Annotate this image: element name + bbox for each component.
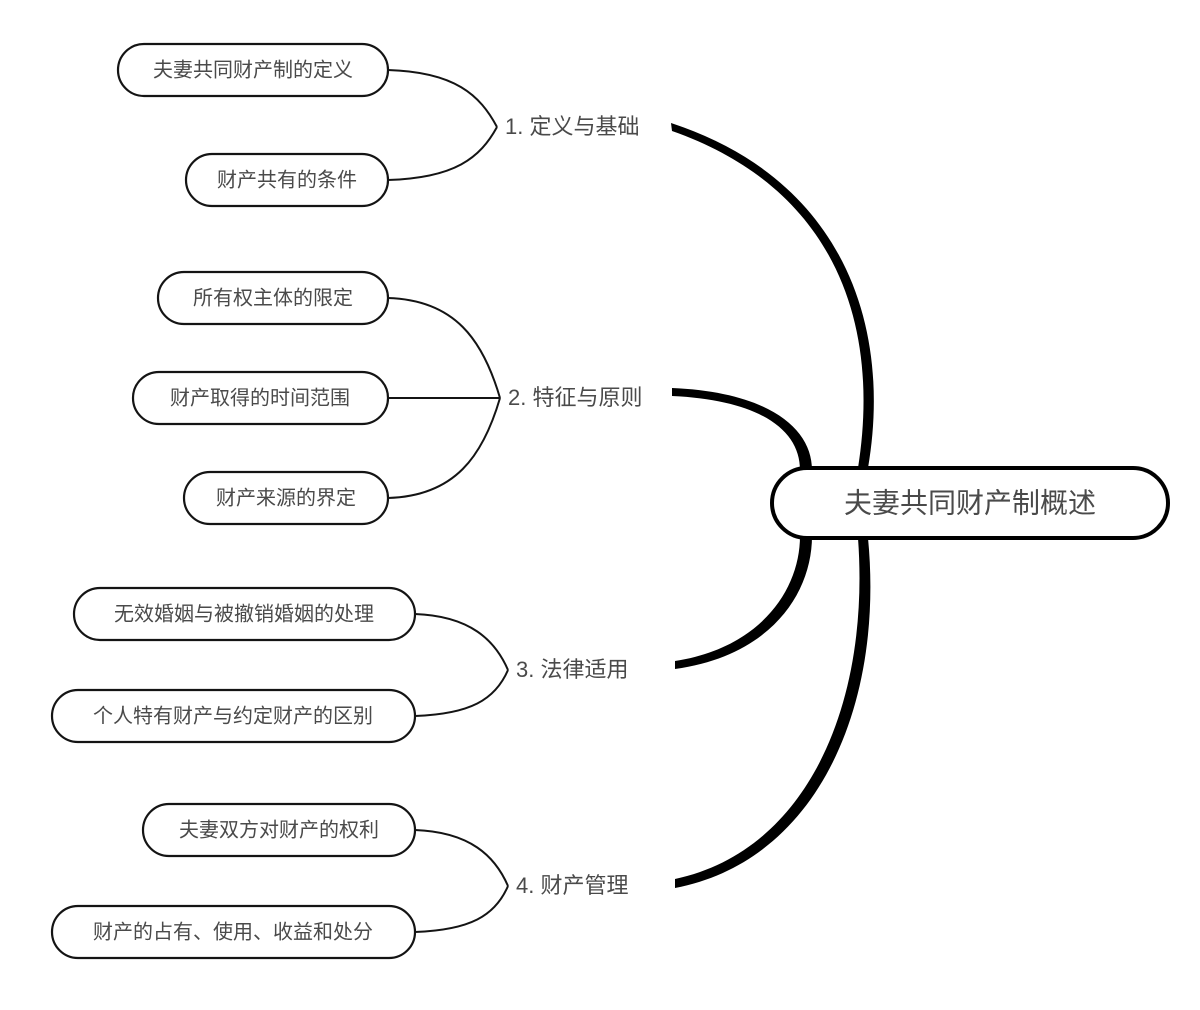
leaf-label: 夫妻共同财产制的定义	[153, 58, 353, 81]
leaf-label: 财产来源的界定	[216, 486, 356, 509]
leaf-box	[131, 370, 390, 426]
branch-labels: 1. 定义与基础 2. 特征与原则 3. 法律适用 4. 财产管理	[505, 114, 642, 898]
leaf-box	[50, 688, 417, 744]
leaf-node-3-2[interactable]: 个人特有财产与约定财产的区别	[50, 688, 417, 744]
leaf-node-3-1[interactable]: 无效婚姻与被撤销婚姻的处理	[72, 586, 417, 642]
central-node[interactable]: 夫妻共同财产制概述	[770, 466, 1170, 540]
main-branch-curve-3	[675, 536, 812, 669]
leaf-connector-3-2	[414, 669, 509, 717]
leaf-box	[50, 904, 417, 960]
main-branch-curves	[671, 123, 874, 888]
leaf-node-1-2[interactable]: 财产共有的条件	[184, 152, 390, 208]
leaf-label: 财产共有的条件	[217, 168, 357, 191]
branch-label-2[interactable]: 2. 特征与原则	[508, 385, 642, 410]
central-node-label: 夫妻共同财产制概述	[844, 487, 1096, 518]
leaf-box	[184, 152, 390, 208]
main-branch-curve-2	[672, 388, 812, 470]
leaf-node-2-3[interactable]: 财产来源的界定	[182, 470, 390, 526]
leaf-box	[156, 270, 390, 326]
branch-label-4[interactable]: 4. 财产管理	[516, 873, 628, 898]
leaf-label: 夫妻双方对财产的权利	[179, 818, 379, 841]
leaf-connector-1-2	[387, 126, 498, 181]
leaf-connector-1-1	[387, 69, 498, 128]
leaf-label: 个人特有财产与约定财产的区别	[93, 704, 373, 727]
leaf-label: 财产取得的时间范围	[170, 386, 350, 409]
leaf-node-4-1[interactable]: 夫妻双方对财产的权利	[141, 802, 417, 858]
leaf-node-2-2[interactable]: 财产取得的时间范围	[131, 370, 390, 426]
leaf-box	[182, 470, 390, 526]
leaf-label: 财产的占有、使用、收益和处分	[93, 920, 373, 943]
leaf-node-1-1[interactable]: 夫妻共同财产制的定义	[116, 42, 390, 98]
leaf-connector-4-1	[414, 829, 509, 887]
leaf-box	[116, 42, 390, 98]
leaf-box	[141, 802, 417, 858]
branch-label-1[interactable]: 1. 定义与基础	[505, 114, 639, 139]
main-branch-curve-4	[675, 538, 871, 888]
leaf-label: 无效婚姻与被撤销婚姻的处理	[114, 602, 374, 625]
leaf-label: 所有权主体的限定	[193, 286, 353, 309]
branch-label-3[interactable]: 3. 法律适用	[516, 657, 628, 682]
leaf-connector-2-1	[387, 297, 501, 399]
leaf-connectors	[387, 69, 509, 933]
leaf-box	[72, 586, 417, 642]
leaf-connector-3-1	[414, 613, 509, 671]
leaf-node-4-2[interactable]: 财产的占有、使用、收益和处分	[50, 904, 417, 960]
leaf-node-2-1[interactable]: 所有权主体的限定	[156, 270, 390, 326]
leaf-connector-4-2	[414, 885, 509, 933]
central-node-box	[770, 466, 1170, 540]
leaf-connector-2-3	[387, 397, 501, 499]
